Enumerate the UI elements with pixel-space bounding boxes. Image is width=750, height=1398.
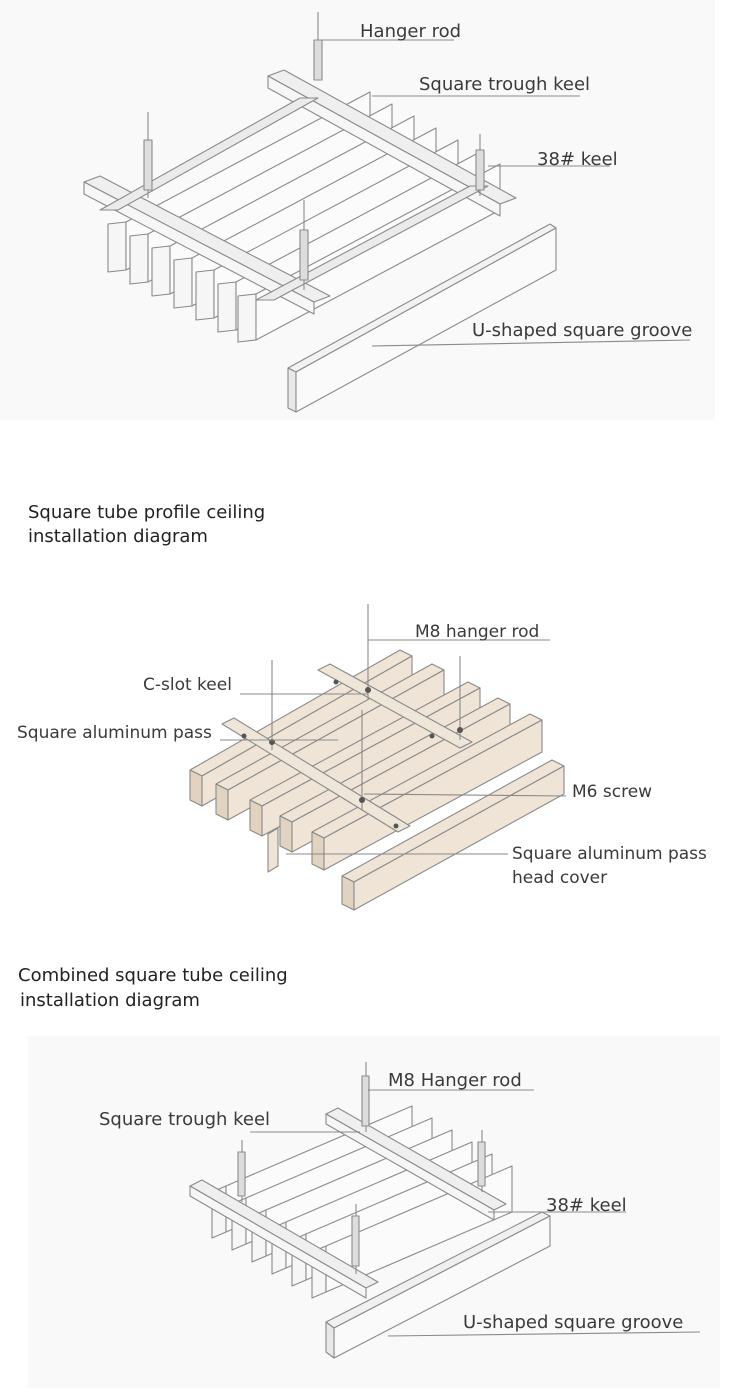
- caption-3-line-2: installation diagram: [20, 990, 200, 1011]
- label-square-aluminum-pass: Square aluminum pass: [17, 723, 212, 743]
- diagram-2-drawing: [189, 604, 567, 911]
- caption-2-line-2: installation diagram: [28, 526, 208, 547]
- label-square-trough-keel-3: Square trough keel: [99, 1109, 271, 1130]
- label-c-slot-keel: C-slot keel: [143, 675, 232, 695]
- label-m8-hanger-rod: M8 hanger rod: [415, 622, 540, 642]
- label-m6-screw: M6 screw: [572, 782, 653, 802]
- diagram-3-drawing: [189, 1062, 701, 1359]
- caption-2-line-1: Square tube profile ceiling: [28, 502, 266, 523]
- label-head-cover-line-1: Square aluminum pass: [512, 844, 707, 864]
- label-u-shaped-square-groove-3: U-shaped square groove: [463, 1312, 684, 1333]
- label-m8-hanger-rod-3: M8 Hanger rod: [388, 1070, 522, 1091]
- caption-3-line-1: Combined square tube ceiling: [18, 965, 288, 986]
- diagram-1-drawing: [83, 12, 691, 413]
- label-u-shaped-square-groove: U-shaped square groove: [472, 320, 693, 341]
- label-head-cover-line-2: head cover: [512, 868, 608, 888]
- label-square-trough-keel: Square trough keel: [419, 74, 591, 95]
- label-38-keel: 38# keel: [537, 149, 618, 170]
- label-38-keel-3: 38# keel: [546, 1195, 627, 1216]
- label-hanger-rod: Hanger rod: [360, 21, 462, 42]
